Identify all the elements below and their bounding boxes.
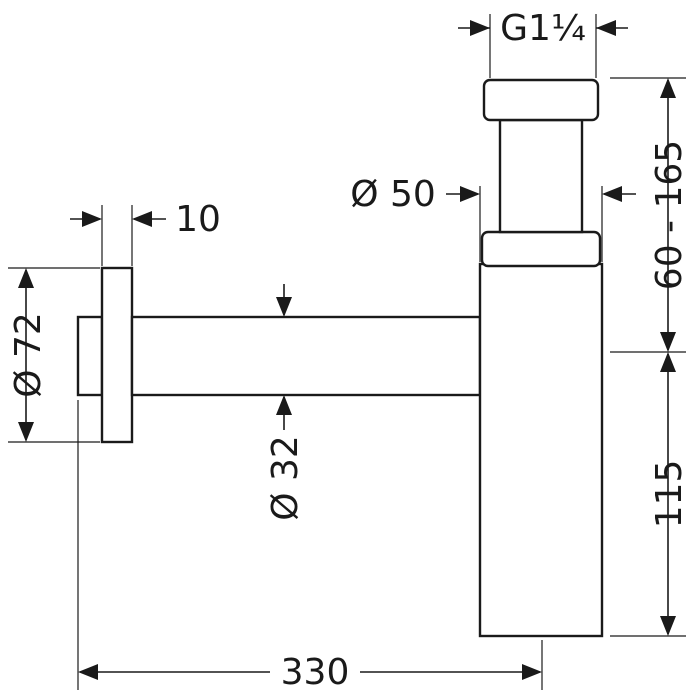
arrow-head	[522, 664, 542, 680]
dimension-labels: G1¼ 60 - 165 Ø 50 10 Ø 72 Ø 32 115 330	[8, 8, 690, 693]
arrow-head	[276, 297, 292, 317]
siphon-body	[478, 262, 604, 638]
arrow-head	[660, 78, 676, 98]
arrow-head	[82, 211, 102, 227]
arrow-head	[78, 664, 98, 680]
arrow-head	[660, 332, 676, 352]
wall-flange	[100, 266, 134, 444]
total-length-label: 330	[281, 652, 350, 693]
arrow-head	[470, 20, 490, 36]
arrow-head	[276, 395, 292, 415]
arrow-head	[602, 186, 622, 202]
upper-tube	[498, 118, 584, 234]
pipe-diameter-label: Ø 32	[265, 435, 306, 521]
horizontal-pipe	[130, 315, 482, 397]
height-range-label: 60 - 165	[649, 140, 690, 290]
thread-size-label: G1¼	[500, 8, 586, 49]
dimension-arrows	[18, 20, 676, 680]
flange-thickness-label: 10	[175, 199, 221, 240]
flange-diameter-label: Ø 72	[8, 312, 49, 398]
wall-flange-back	[76, 315, 104, 397]
arrow-head	[132, 211, 152, 227]
arrow-head	[596, 20, 616, 36]
body-cap	[480, 230, 602, 268]
siphon-parts	[76, 78, 604, 638]
extension-lines	[8, 14, 686, 690]
arrow-head	[18, 422, 34, 442]
arrow-head	[660, 352, 676, 372]
arrow-head	[18, 268, 34, 288]
body-height-label: 115	[649, 460, 690, 529]
outlet-cap	[482, 78, 600, 122]
outlet-diameter-label: Ø 50	[350, 174, 436, 215]
arrow-head	[460, 186, 480, 202]
arrow-head	[660, 616, 676, 636]
